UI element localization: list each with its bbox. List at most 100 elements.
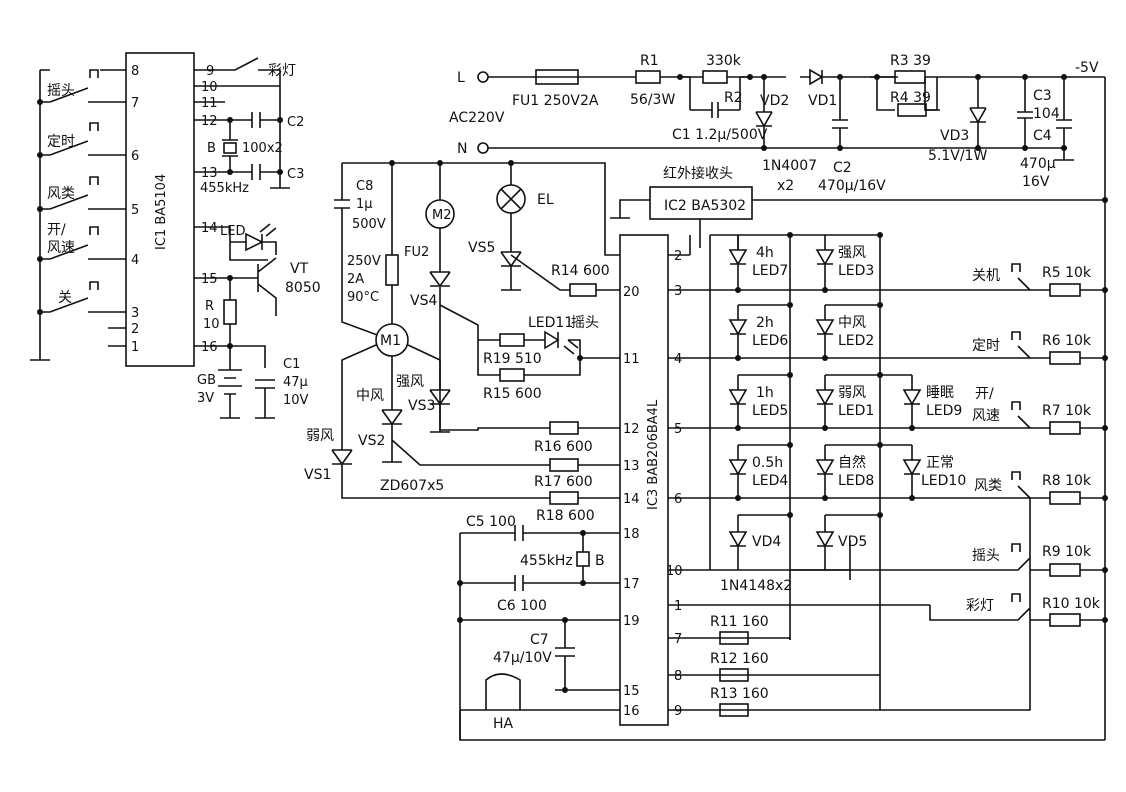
ic3-pin: 4 <box>674 352 682 367</box>
vd2-label: VD2 <box>760 93 789 109</box>
ic3-pin: 17 <box>623 577 640 592</box>
ir-receiver-label: 红外接收头 <box>663 165 733 182</box>
fu1-label: FU1 250V2A <box>512 93 599 109</box>
ic1-pin: 3 <box>131 306 139 321</box>
vd3-label: VD3 <box>940 128 969 144</box>
r-value: 10 <box>203 317 220 332</box>
led10-mode: 正常 <box>926 455 954 471</box>
ic3-pin: 1 <box>674 599 682 614</box>
ic3-pin: 9 <box>674 704 682 719</box>
battery-label: GB <box>197 373 216 388</box>
ic3-pin: 5 <box>674 422 682 437</box>
led7-time: 4h <box>756 245 774 261</box>
ic1-pin: 8 <box>131 64 139 79</box>
c8-value: 1μ <box>356 197 373 212</box>
vd3-value: 5.1V/1W <box>928 148 987 164</box>
r14-label: R14 600 <box>551 263 610 279</box>
led6-time: 2h <box>756 315 774 331</box>
r4-label: R4 39 <box>890 90 931 106</box>
r-label: R <box>205 299 214 314</box>
timer-key: 定时 <box>972 338 1000 354</box>
c1-value: 47μ <box>283 375 308 390</box>
led2-mode: 中风 <box>838 315 866 331</box>
ic3-pin: 20 <box>623 285 640 300</box>
led4-label: LED4 <box>752 473 788 489</box>
ic3-pin: 13 <box>623 459 640 474</box>
key-label: 定时 <box>47 134 75 150</box>
ic3-pin: 15 <box>623 684 640 699</box>
buzzer-label: HA <box>493 716 514 732</box>
r5-label: R5 10k <box>1042 265 1092 281</box>
ic3-pin: 12 <box>623 422 640 437</box>
crystal-label: B <box>207 141 216 156</box>
fuse2-temp: 90°C <box>347 290 379 305</box>
c2-supply-label: C2 <box>833 160 852 176</box>
key-label: 摇头 <box>47 83 75 99</box>
ic3-label: IC3 BAB206BA4L <box>646 399 661 510</box>
c8-label: C8 <box>356 179 373 194</box>
ic3-pin: 16 <box>623 704 640 719</box>
fuse2-rating: 250V <box>347 254 381 269</box>
ic1-pin: 7 <box>131 96 139 111</box>
color-light-label: 彩灯 <box>268 63 296 79</box>
led5-time: 1h <box>756 385 774 401</box>
ic1-label: IC1 BA5104 <box>154 174 169 250</box>
led10-label: LED10 <box>921 473 966 489</box>
diode-pair-label: 1N4148x2 <box>720 578 792 594</box>
r17-label: R17 600 <box>534 474 593 490</box>
c2-label: C2 <box>287 115 304 130</box>
speed-key: 风速 <box>972 408 1000 424</box>
fuse2-current: 2A <box>347 272 364 287</box>
power-off-key: 关机 <box>972 268 1000 284</box>
key-label: 风类 <box>47 186 75 202</box>
c7-label: C7 <box>530 632 549 648</box>
diode-count: x2 <box>777 178 794 194</box>
ac-l-label: L <box>457 70 465 86</box>
led9-label: LED9 <box>926 403 962 419</box>
fu2-label: FU2 <box>404 245 429 260</box>
ic1-pin: 16 <box>201 340 218 355</box>
ic3-body <box>619 234 669 726</box>
ic1-pin: 2 <box>131 322 139 337</box>
ic1-pin: 4 <box>131 253 139 268</box>
led3-mode: 强风 <box>838 245 866 261</box>
vt-model: 8050 <box>285 280 321 296</box>
osc-freq: 455kHz <box>520 553 573 569</box>
r12-label: R12 160 <box>710 651 769 667</box>
led-label: LED <box>220 224 245 239</box>
ic1-pin: 6 <box>131 149 139 164</box>
ic3-pin: 6 <box>674 492 682 507</box>
on-key: 开/ <box>975 386 994 402</box>
vd1-label: VD1 <box>808 93 837 109</box>
vs5-label: VS5 <box>468 240 495 256</box>
ic1-pin: 9 <box>206 64 214 79</box>
c3-label: C3 <box>1033 88 1052 104</box>
r9-label: R9 10k <box>1042 544 1092 560</box>
ic1-pin: 12 <box>201 114 218 129</box>
ic3-pin: 14 <box>623 492 640 507</box>
ic2-label: IC2 BA5302 <box>664 198 746 214</box>
osc-crystal-label: B <box>595 553 605 569</box>
key-label: 关 <box>58 290 72 306</box>
r10-label: R10 10k <box>1042 596 1101 612</box>
r8-label: R8 10k <box>1042 473 1092 489</box>
r16-label: R16 600 <box>534 439 593 455</box>
vs4-label: VS4 <box>410 293 437 309</box>
ic1-pin: 14 <box>201 221 218 236</box>
key-label: 开/ <box>47 222 66 238</box>
c7-value: 47μ/10V <box>493 650 552 666</box>
c1-voltage: 10V <box>283 393 309 408</box>
led1-mode: 弱风 <box>838 385 866 401</box>
led1-label: LED1 <box>838 403 874 419</box>
led9-mode: 睡眠 <box>926 385 954 401</box>
c4-value: 470μ <box>1020 156 1056 172</box>
led4-time: 0.5h <box>752 455 783 471</box>
oscillate-key: 摇头 <box>972 548 1000 564</box>
r1-label: R1 <box>640 53 659 69</box>
r13-label: R13 160 <box>710 686 769 702</box>
ic3-pin: 2 <box>674 249 682 264</box>
ic3-pin: 10 <box>666 564 683 579</box>
vs1-label: VS1 <box>304 467 331 483</box>
r7-label: R7 10k <box>1042 403 1092 419</box>
